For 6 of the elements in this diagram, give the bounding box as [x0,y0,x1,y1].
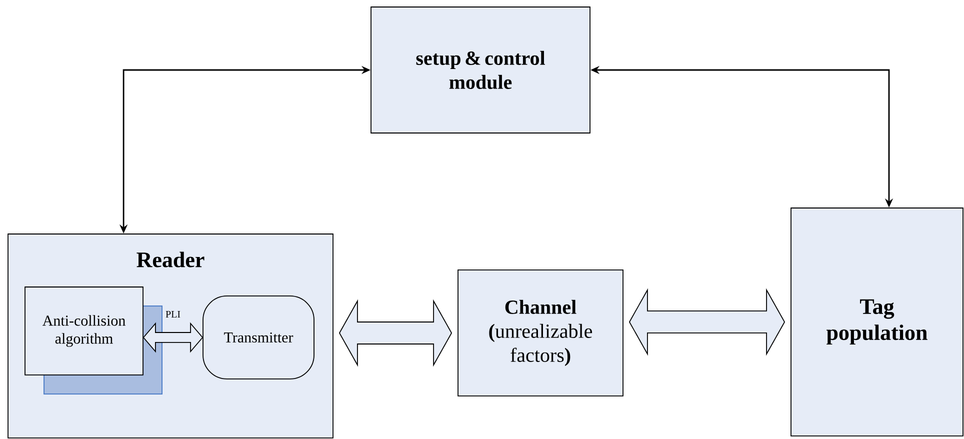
algorithm-box: Anti-collision algorithm [24,286,144,376]
edge-label: PLI [166,310,180,318]
tag-population-box: Tag population [790,208,964,436]
module-box: setup & control module [370,6,590,134]
channel-box: Channel (unrealizable factors) [458,270,624,396]
transmitter-box: Transmitter [202,296,314,380]
